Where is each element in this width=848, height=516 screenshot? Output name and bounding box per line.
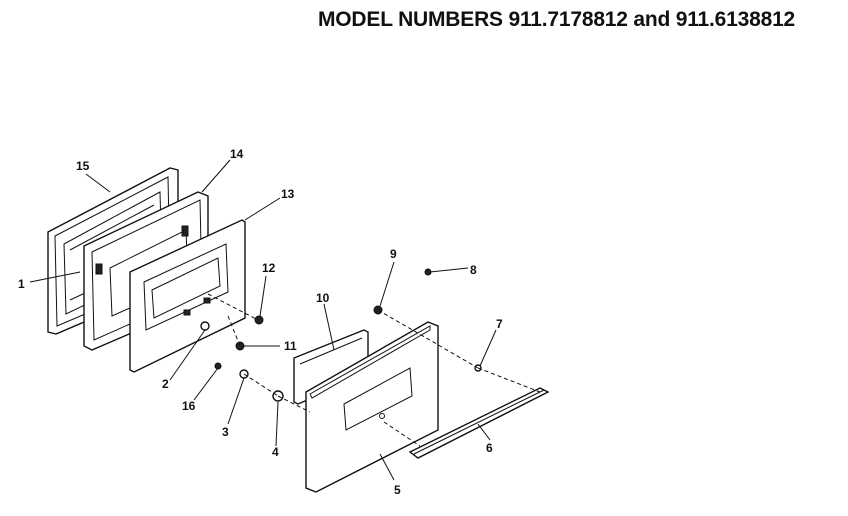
callout-labels: 15 14 13 1 12 11 2 16 3 4 5 6 7 8 9 10 — [18, 147, 503, 497]
assembly-lines — [207, 293, 541, 447]
callout-11: 11 — [284, 339, 297, 353]
leader-lines — [29, 159, 497, 481]
part-13-door-panel — [129, 219, 246, 373]
callout-3: 3 — [222, 425, 229, 439]
callout-14: 14 — [230, 147, 244, 161]
callout-10: 10 — [316, 291, 330, 305]
callout-16: 16 — [182, 399, 196, 413]
part-2-clip — [200, 321, 210, 331]
part-12-screw — [254, 315, 264, 325]
callout-7: 7 — [496, 317, 503, 331]
callout-9: 9 — [390, 247, 397, 261]
part-11-screw — [235, 341, 245, 351]
callout-13: 13 — [281, 187, 295, 201]
callout-12: 12 — [262, 261, 276, 275]
callout-4: 4 — [272, 445, 279, 459]
callout-2: 2 — [162, 377, 169, 391]
callout-8: 8 — [470, 263, 477, 277]
callout-6: 6 — [486, 441, 493, 455]
callout-15: 15 — [76, 159, 90, 173]
callout-1: 1 — [18, 277, 25, 291]
part-5-outer-door — [305, 321, 439, 493]
callout-5: 5 — [394, 483, 401, 497]
page-title: MODEL NUMBERS 911.7178812 and 911.613881… — [318, 8, 796, 31]
part-16-screw — [214, 362, 222, 370]
part-6-trim-strip — [408, 387, 550, 459]
